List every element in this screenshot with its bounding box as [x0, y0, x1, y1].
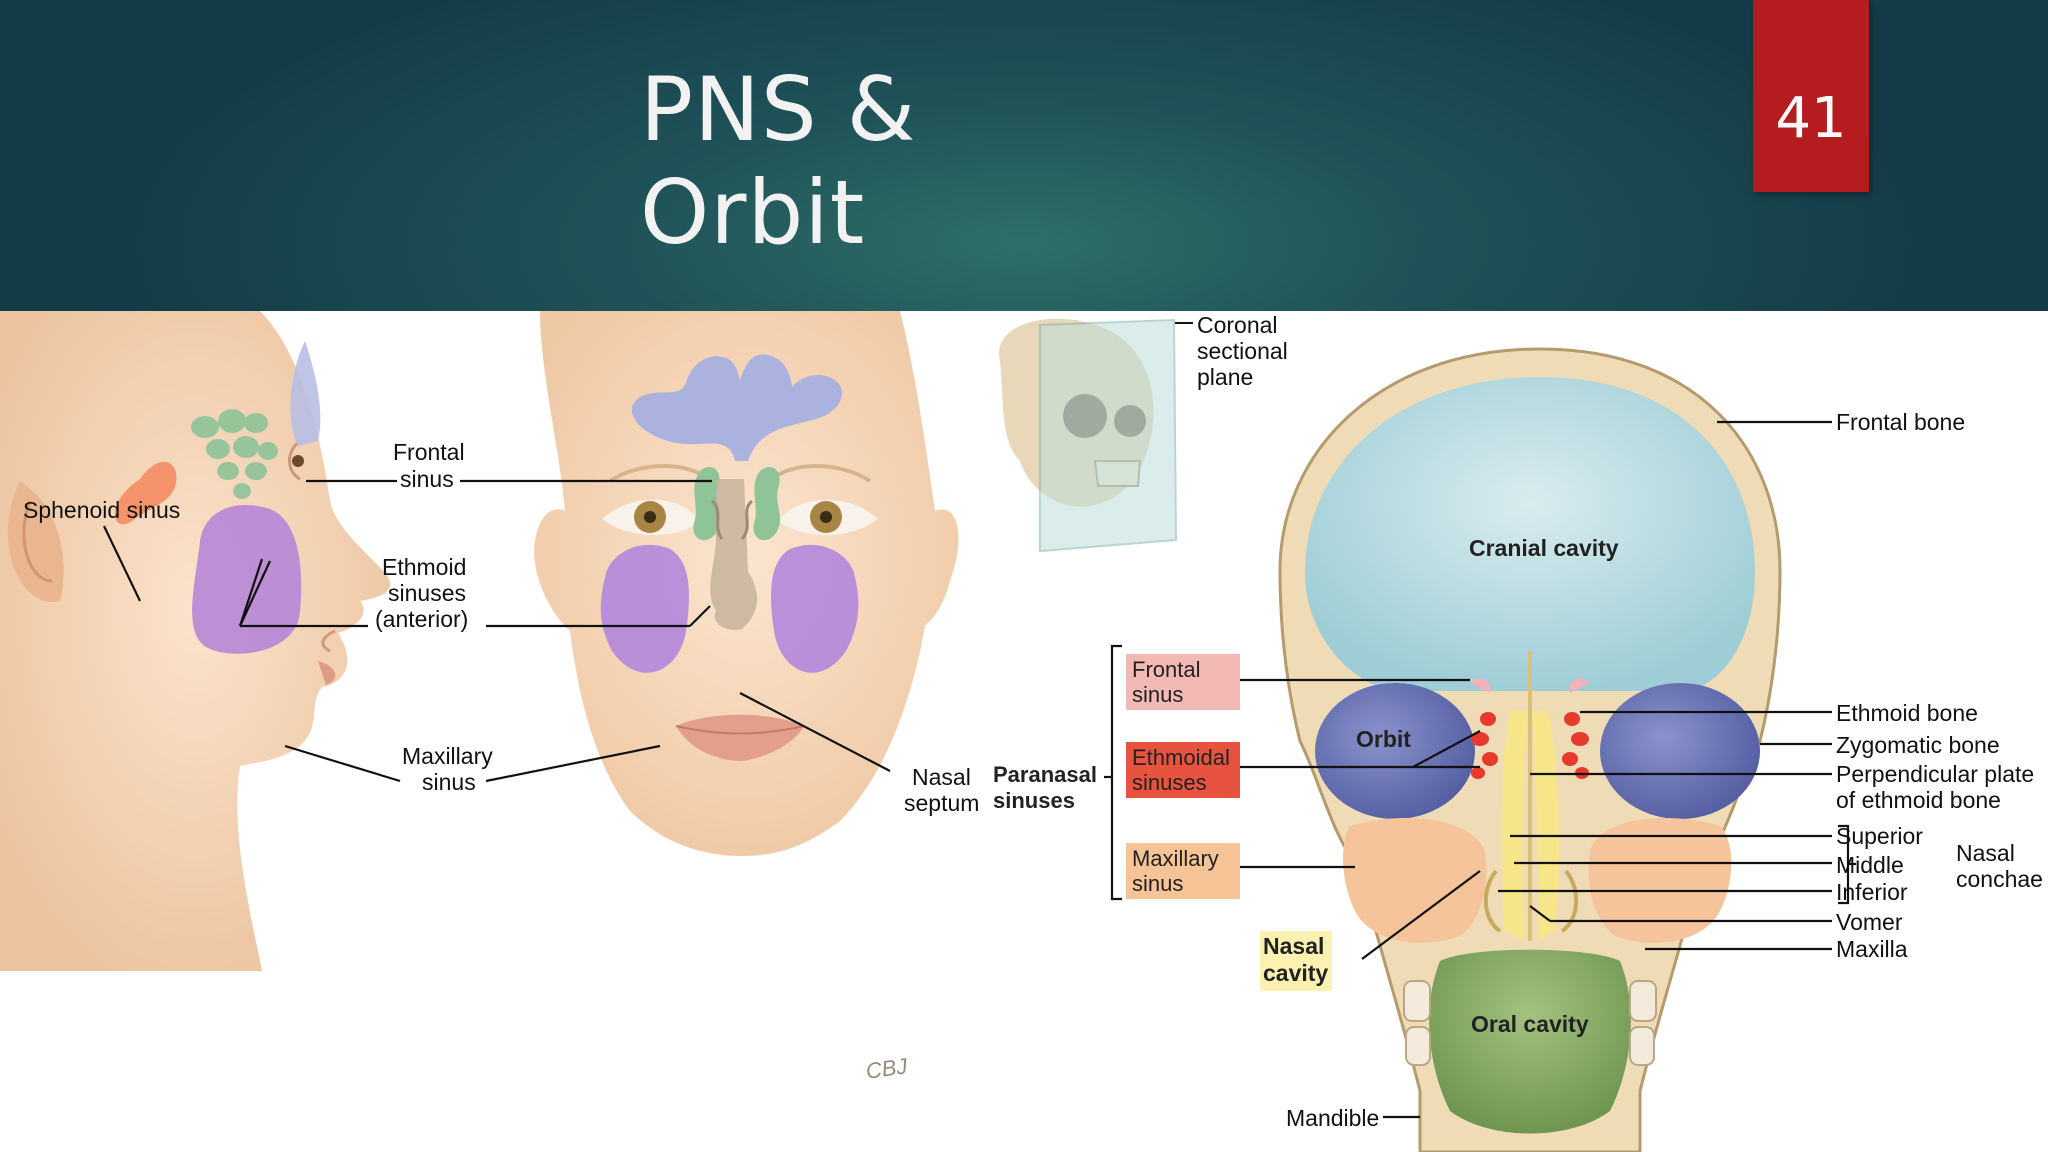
label-paranasal-2: sinuses: [993, 788, 1075, 813]
frontal-sinus-front: [631, 354, 843, 461]
label-frontal-sinus-1: Frontal: [393, 439, 465, 465]
svg-text:sectional: sectional: [1197, 338, 1288, 364]
label-nasal-conchae-2: conchae: [1956, 866, 2043, 892]
slide-number-badge: 41: [1753, 0, 1869, 192]
nasal-septum-structure: [710, 479, 758, 630]
profile-head: [0, 311, 391, 971]
label-mandible: Mandible: [1286, 1105, 1379, 1131]
label-ethmoid-2: sinuses: [388, 580, 466, 606]
label-septum-1: Nasal: [912, 764, 971, 790]
left-labels: Sphenoid sinus Frontal sinus Ethmoid sin…: [23, 439, 979, 816]
label-paranasal-1: Paranasal: [993, 762, 1097, 787]
coronal-skull-section: [1278, 347, 1782, 1152]
maxillary-sinus-front-left: [600, 544, 689, 673]
coronal-plane-label: Coronal sectional plane: [1175, 312, 1288, 390]
left-leader-lines: [103, 479, 891, 783]
svg-text:Coronal: Coronal: [1197, 312, 1278, 338]
slide-title: PNS & Orbit: [640, 58, 917, 264]
right-labels: Frontal bone Ethmoid bone Zygomatic bone…: [1286, 409, 2043, 1131]
label-vomer: Vomer: [1836, 909, 1903, 935]
label-ethmoid-3: (anterior): [375, 606, 468, 632]
label-perpendicular-1: Perpendicular plate: [1836, 761, 2034, 787]
maxillary-sinus-front-right: [771, 544, 859, 673]
label-cranial-cavity: Cranial cavity: [1469, 535, 1619, 561]
label-middle: Middle: [1836, 852, 1904, 878]
label-ethmoid-bone: Ethmoid bone: [1836, 700, 1978, 726]
key-maxillary-2: sinus: [1132, 871, 1183, 896]
ethmoid-sinuses-front: [693, 467, 781, 541]
label-ethmoid-1: Ethmoid: [382, 554, 466, 580]
label-superior: Superior: [1836, 823, 1923, 849]
key-frontal-2: sinus: [1132, 682, 1183, 707]
ethmoid-sinuses-side: [191, 409, 278, 499]
svg-text:plane: plane: [1197, 364, 1253, 390]
artist-signature: CBJ: [864, 1053, 910, 1084]
label-maxilla: Maxilla: [1836, 936, 1908, 962]
label-frontal-bone: Frontal bone: [1836, 409, 1965, 435]
label-oral-cavity: Oral cavity: [1471, 1011, 1589, 1037]
right-leader-lines: [1240, 420, 1856, 1119]
paranasal-key: Frontal sinus Ethmoidal sinuses Maxillar…: [993, 644, 1332, 991]
label-inferior: Inferior: [1836, 879, 1908, 905]
skull-thumbnail: [999, 318, 1178, 553]
label-nasal-cavity-1: Nasal: [1263, 933, 1324, 959]
label-frontal-sinus-2: sinus: [400, 466, 454, 492]
label-nasal-conchae-1: Nasal: [1956, 840, 2015, 866]
frontal-sinus-side: [290, 341, 321, 446]
key-ethmoidal-2: sinuses: [1132, 770, 1207, 795]
label-nasal-cavity-2: cavity: [1263, 960, 1328, 986]
label-septum-2: septum: [904, 790, 979, 816]
sinus-illustration: CBJ Sphenoid sinus Frontal sinus Ethmoid…: [0, 311, 2043, 1152]
label-zygomatic-bone: Zygomatic bone: [1836, 732, 2000, 758]
label-sphenoid-sinus: Sphenoid sinus: [23, 497, 180, 523]
label-maxillary-1: Maxillary: [402, 743, 493, 769]
slide-header: PNS & Orbit 41: [0, 0, 2048, 311]
key-frontal-1: Frontal: [1132, 657, 1200, 682]
maxillary-sinus-side: [192, 504, 302, 654]
key-ethmoidal-1: Ethmoidal: [1132, 745, 1230, 770]
label-perpendicular-2: of ethmoid bone: [1836, 787, 2001, 813]
slide-number: 41: [1775, 86, 1847, 151]
key-maxillary-1: Maxillary: [1132, 846, 1219, 871]
sphenoid-sinus: [115, 461, 177, 525]
label-maxillary-2: sinus: [422, 769, 476, 795]
label-orbit: Orbit: [1356, 726, 1411, 752]
